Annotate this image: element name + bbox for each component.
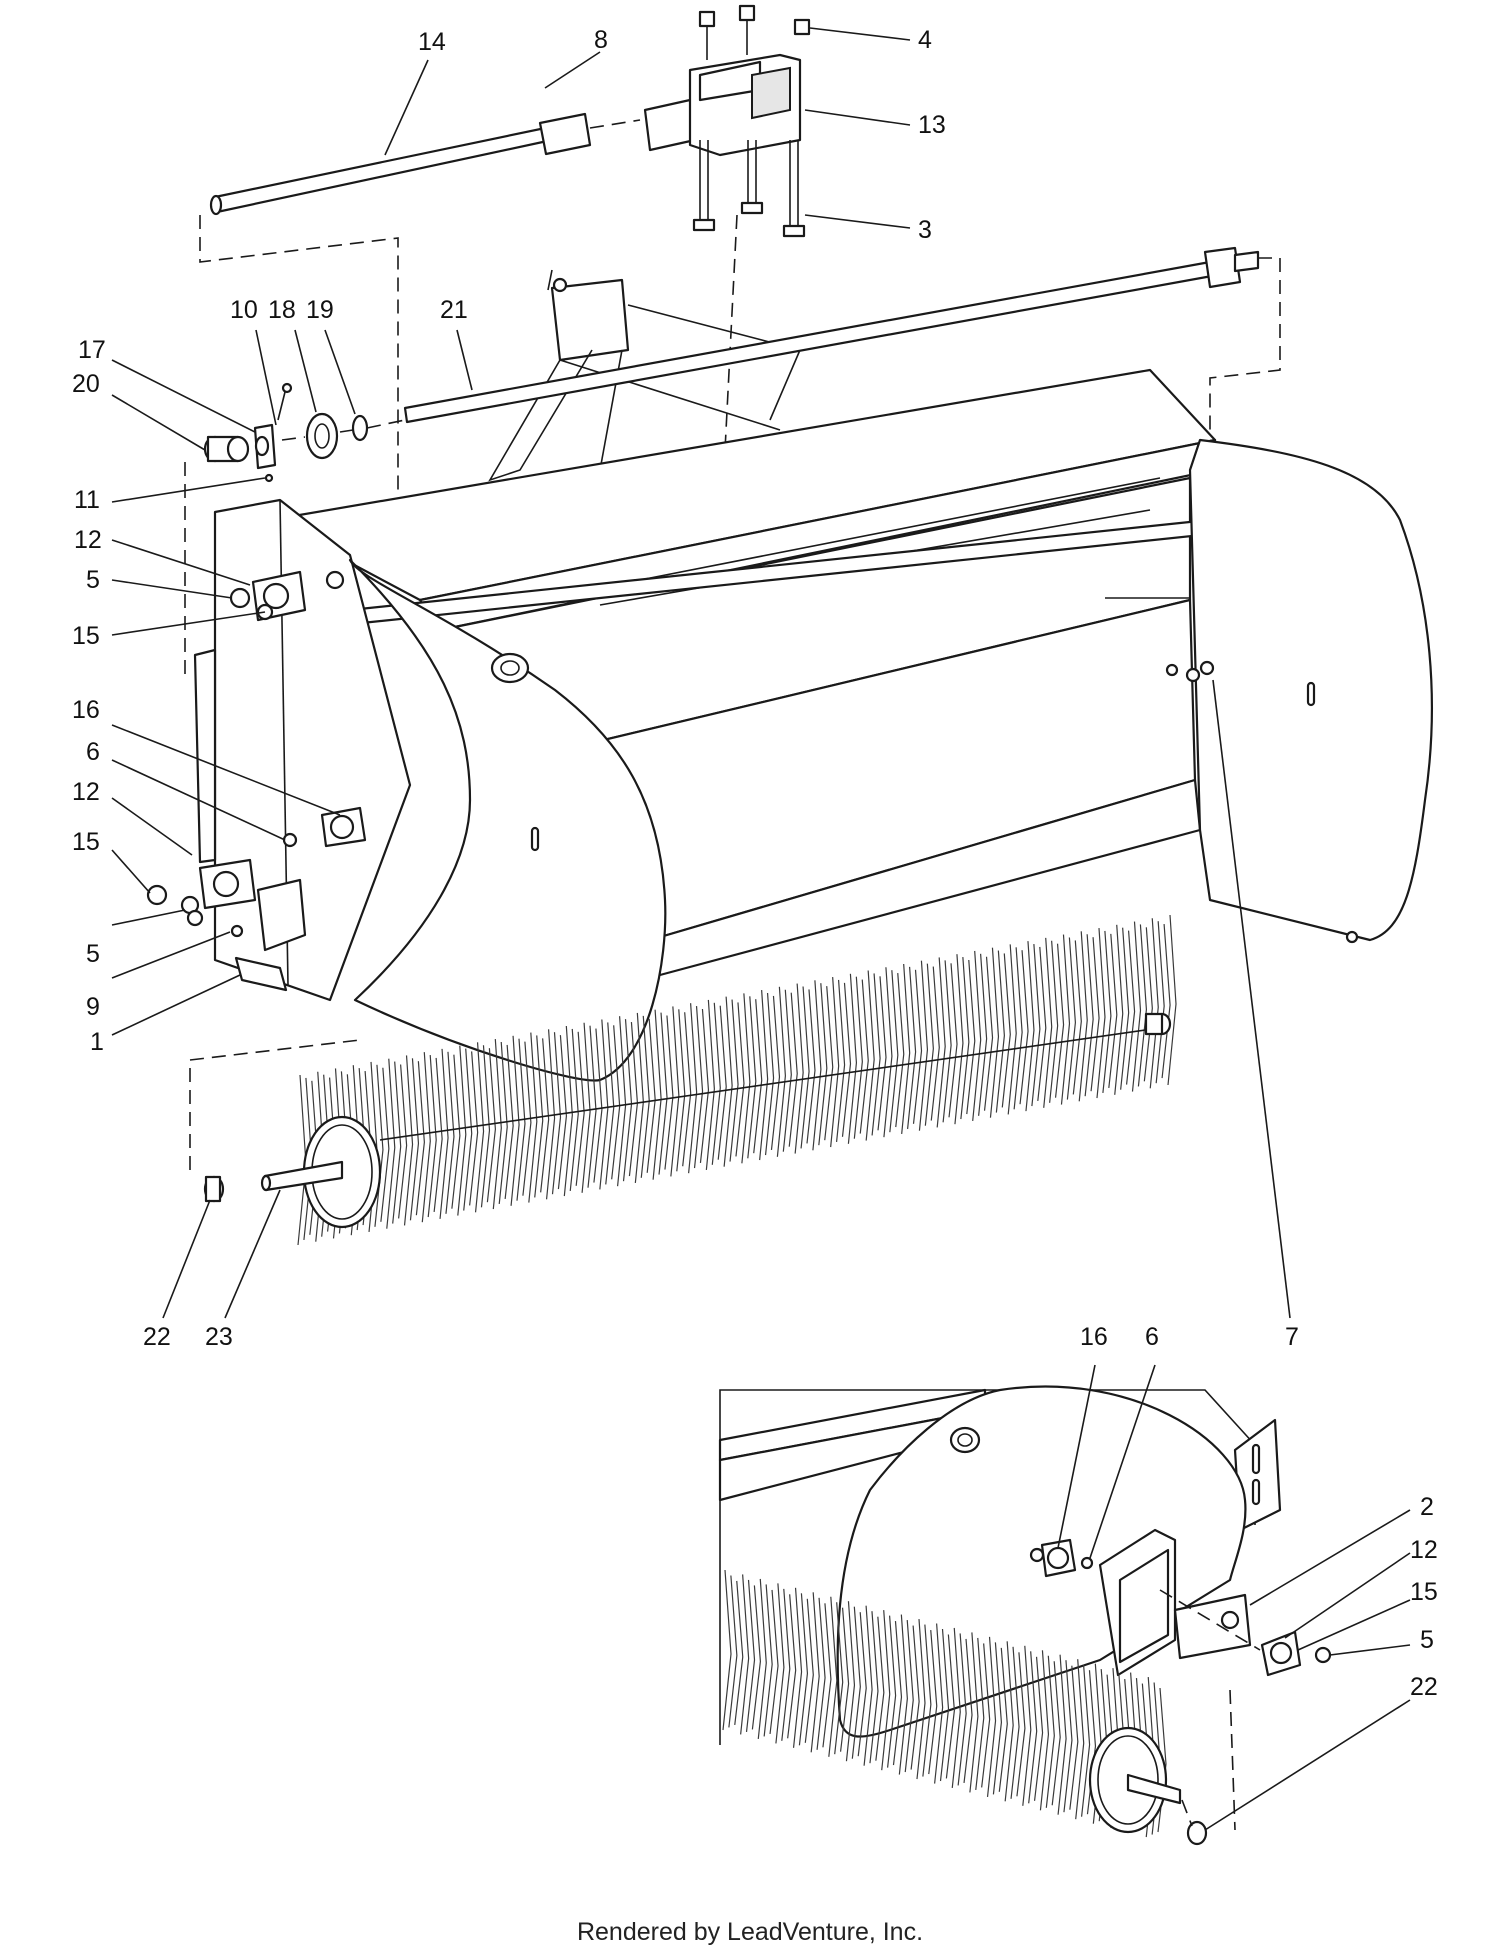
drive-shaft — [209, 112, 641, 216]
callout-10: 10 — [230, 296, 258, 324]
callout-9: 9 — [86, 993, 100, 1021]
callout-17: 17 — [78, 336, 106, 364]
footer-credit: Rendered by LeadVenture, Inc. — [577, 1918, 923, 1946]
hitch-frame — [488, 269, 802, 482]
callout-15-inset: 15 — [1410, 1578, 1438, 1606]
callout-12-inset: 12 — [1410, 1536, 1438, 1564]
callout-8: 8 — [594, 26, 608, 54]
callout-16-inset: 16 — [1080, 1323, 1108, 1351]
callout-6-inset: 6 — [1145, 1323, 1159, 1351]
callout-15-mid: 15 — [72, 828, 100, 856]
callout-19: 19 — [306, 296, 334, 324]
callout-13: 13 — [918, 111, 946, 139]
callout-11: 11 — [74, 486, 100, 514]
callout-1: 1 — [90, 1028, 104, 1056]
callout-22-inset: 22 — [1410, 1673, 1438, 1701]
brush-housing — [146, 368, 1433, 1082]
callout-4: 4 — [918, 26, 932, 54]
callout-21: 21 — [440, 296, 468, 324]
callout-14: 14 — [418, 28, 446, 56]
leader-lines — [111, 27, 1411, 1831]
cross-shaft — [403, 246, 1281, 700]
callout-15-upper: 15 — [72, 622, 100, 650]
detail-inset — [718, 1385, 1332, 1846]
brush-roller — [189, 914, 1177, 1246]
callout-18: 18 — [268, 296, 296, 324]
callout-23: 23 — [205, 1323, 233, 1351]
left-bearing-parts — [184, 382, 406, 680]
callout-7: 7 — [1285, 1323, 1299, 1351]
callout-5-inset: 5 — [1420, 1626, 1434, 1654]
callout-6-upper: 6 — [86, 738, 100, 766]
callout-5-mid: 5 — [86, 940, 100, 968]
callout-3: 3 — [918, 216, 932, 244]
main-assembly — [146, 4, 1433, 1246]
callout-20: 20 — [72, 370, 100, 398]
callout-22-main: 22 — [143, 1323, 171, 1351]
callout-16-upper: 16 — [72, 696, 100, 724]
callout-12-mid: 12 — [72, 778, 100, 806]
callout-12-upper: 12 — [74, 526, 102, 554]
callout-5-upper: 5 — [86, 566, 100, 594]
gearbox — [643, 4, 811, 471]
callouts: 14 8 4 13 3 10 18 19 21 17 20 11 12 5 15… — [72, 26, 1438, 1701]
callout-2: 2 — [1420, 1493, 1434, 1521]
